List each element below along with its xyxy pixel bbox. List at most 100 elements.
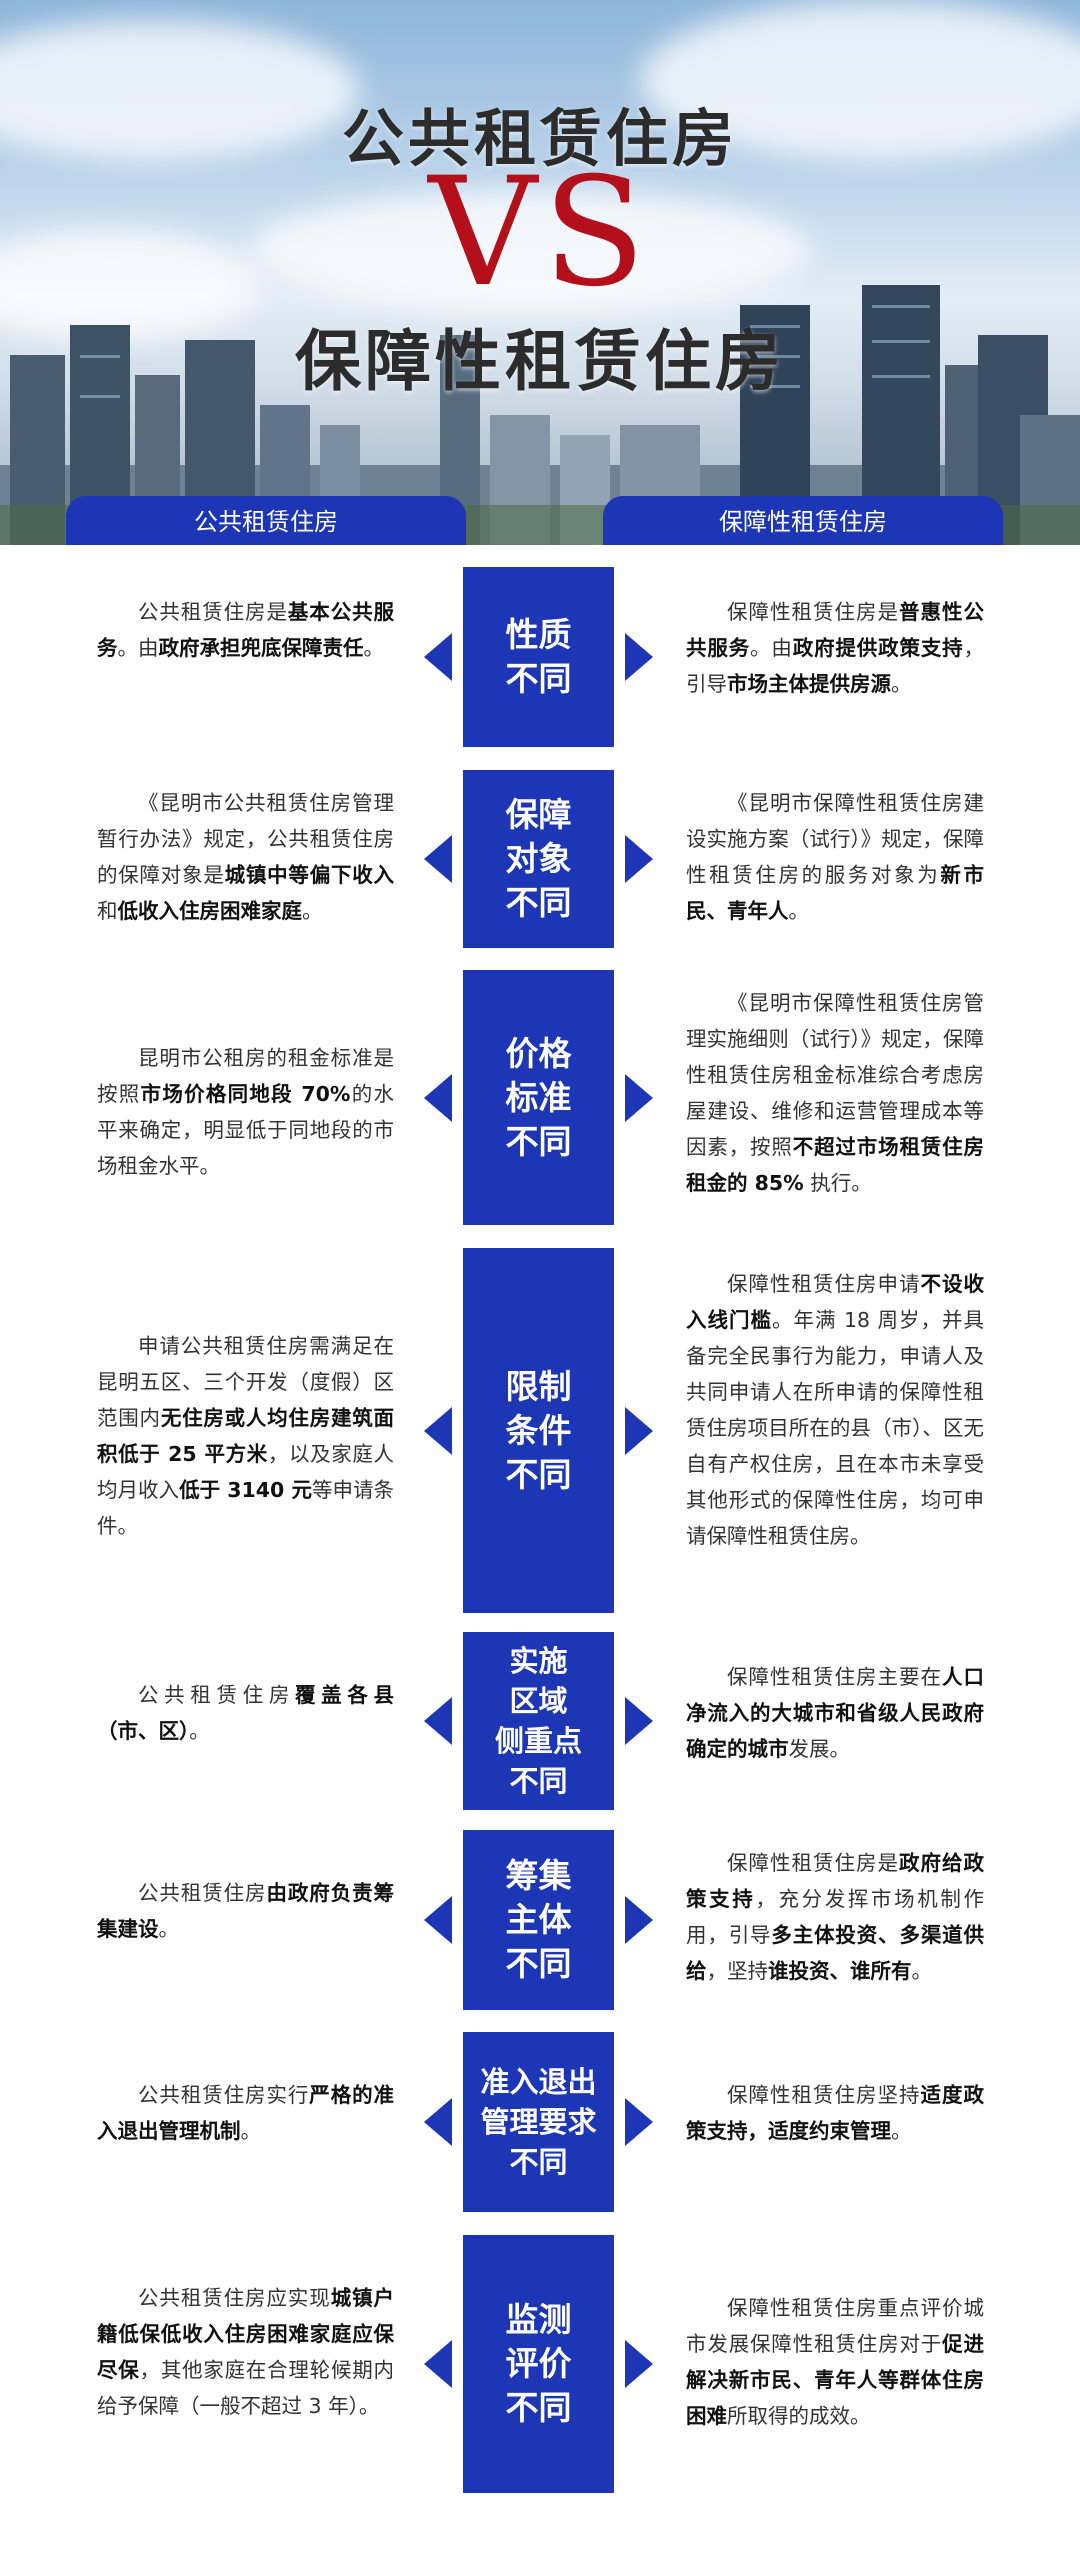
body-text: 保障性租赁住房重点评价城市发展保障性租赁住房对于 — [686, 2296, 984, 2356]
body-text: 。 — [911, 1959, 933, 1983]
title-top: 公共租赁住房 — [341, 102, 738, 175]
highlight-text: 不超过市场租赁住房租金的 85% — [686, 1135, 985, 1195]
body-text: 。 — [158, 1917, 180, 1941]
category-label-line: 侧重点 — [494, 1724, 582, 1758]
category-label-line: 不同 — [505, 1454, 572, 1494]
hero-banner: 公共租赁住房 VS 保障性租赁住房 公共租赁住房 保障性租赁住房 — [0, 0, 1080, 545]
body-text: 《昆明市公共租赁住房管理暂行办法》规定，公共租赁住房的保障对象是 — [97, 791, 394, 887]
body-text: 。由 — [750, 636, 793, 660]
highlight-text: 人口净流入的大城市和省级人民政府确定的城市 — [686, 1665, 984, 1761]
public-rental-description: 公共租赁住房是基本公共服务。由政府承担兜底保障责任。 — [97, 594, 394, 666]
body-text: ，引导 — [686, 636, 985, 696]
body-text: 保障性租赁住房主要在 — [727, 1665, 942, 1689]
body-text: 保障性租赁住房是 — [727, 1851, 899, 1875]
body-text: 保障性租赁住房申请 — [727, 1272, 921, 1296]
arrow-left-icon — [424, 633, 452, 681]
highlight-text: 不设收入线门槛 — [686, 1272, 984, 1332]
body-text: 《昆明市保障性租赁住房建设实施方案（试行）》规定，保障性租赁住房的服务对象为 — [686, 791, 984, 887]
highlight-text: 覆盖各县（市、区） — [97, 1683, 394, 1743]
affordable-rental-description: 保障性租赁住房坚持适度政策支持，适度约束管理。 — [686, 2077, 984, 2149]
highlight-text: 政府提供政策支持 — [792, 636, 964, 660]
arrow-left-icon — [424, 1073, 452, 1122]
body-text: 申请公共租赁住房需满足在昆明五区、三个开发（度假）区范围内 — [97, 1334, 394, 1430]
category-label-line: 区域 — [509, 1684, 568, 1718]
highlight-text: 政府承担兜底保障责任 — [158, 636, 364, 660]
comparison-row: 昆明市公租房的租金标准是按照市场价格同地段 70%的水平来确定，明显低于同地段的… — [0, 970, 1080, 1225]
affordable-rental-description: 保障性租赁住房主要在人口净流入的大城市和省级人民政府确定的城市发展。 — [686, 1659, 984, 1767]
arrow-right-icon — [625, 1406, 653, 1455]
highlight-text: 市场价格同地段 70% — [140, 1082, 351, 1106]
category-label-line: 保障 — [505, 795, 572, 834]
body-text: ，其他家庭在合理轮候期内给予保障（一般不超过 3 年）。 — [97, 2358, 395, 2418]
arrow-left-icon — [424, 1896, 452, 1944]
arrow-right-icon — [625, 2340, 653, 2388]
arrow-left-icon — [424, 2098, 452, 2146]
affordable-rental-description: 《昆明市保障性租赁住房管理实施细则（试行）》规定，保障性租赁住房租金标准综合考虑… — [686, 985, 984, 1201]
right-column-header: 保障性租赁住房 — [603, 496, 1003, 545]
body-text: 《昆明市保障性租赁住房管理实施细则（试行）》规定，保障性租赁住房租金标准综合考虑… — [686, 991, 984, 1159]
highlight-text: 适度政策支持，适度约束管理 — [686, 2083, 984, 2143]
affordable-rental-description: 保障性租赁住房申请不设收入线门槛。年满 18 周岁，并具备完全民事行为能力，申请… — [686, 1266, 984, 1554]
category-label-line: 性质 — [505, 615, 572, 654]
highlight-text: 严格的准入退出管理机制 — [97, 2083, 395, 2143]
body-text: 所取得的成效。 — [727, 2404, 871, 2428]
comparison-category: 监测评价不同 — [463, 2235, 614, 2493]
comparison-category: 限制条件不同 — [463, 1248, 614, 1613]
category-label-line: 主体 — [505, 1900, 572, 1939]
category-label-line: 条件 — [505, 1410, 572, 1450]
category-label-line: 不同 — [505, 2388, 572, 2427]
body-text: 的水平来确定，明显低于同地段的市场租金水平。 — [97, 1082, 394, 1178]
body-text: 。 — [363, 636, 385, 660]
highlight-text: 由政府负责筹集建设 — [97, 1881, 395, 1941]
comparison-row: 公共租赁住房覆盖各县（市、区）。实施区域侧重点不同保障性租赁住房主要在人口净流入… — [0, 1632, 1080, 1810]
category-label-line: 标准 — [505, 1077, 572, 1117]
category-label-line: 监测 — [505, 2300, 572, 2339]
highlight-text: 促进解决新市民、青年人等群体住房困难 — [686, 2332, 985, 2428]
category-label-line: 实施 — [509, 1644, 568, 1678]
left-column-header: 公共租赁住房 — [66, 496, 466, 545]
affordable-rental-description: 保障性租赁住房是政府给政策支持，充分发挥市场机制作用，引导多主体投资、多渠道供给… — [686, 1845, 984, 1989]
comparison-row: 公共租赁住房应实现城镇户籍低保低收入住房困难家庭应保尽保，其他家庭在合理轮候期内… — [0, 2235, 1080, 2493]
affordable-rental-description: 保障性租赁住房是普惠性公共服务。由政府提供政策支持，引导市场主体提供房源。 — [686, 594, 984, 702]
category-label-line: 评价 — [505, 2344, 572, 2383]
comparison-row: 公共租赁住房由政府负责筹集建设。筹集主体不同保障性租赁住房是政府给政策支持，充分… — [0, 1830, 1080, 2010]
category-label-line: 限制 — [505, 1366, 572, 1406]
arrow-right-icon — [625, 1697, 653, 1745]
arrow-right-icon — [625, 1896, 653, 1944]
title-bottom: 保障性租赁住房 — [295, 322, 785, 400]
category-label-line: 管理要求 — [480, 2105, 597, 2139]
highlight-text: 基本公共服务 — [97, 600, 395, 660]
highlight-text: 低于 3140 元 — [179, 1478, 312, 1502]
highlight-text: 无住房或人均住房建筑面积低于 25 平方米 — [97, 1406, 395, 1466]
comparison-row: 申请公共租赁住房需满足在昆明五区、三个开发（度假）区范围内无住房或人均住房建筑面… — [0, 1248, 1080, 1613]
comparison-row: 公共租赁住房实行严格的准入退出管理机制。准入退出管理要求不同保障性租赁住房坚持适… — [0, 2032, 1080, 2212]
cloud — [0, 230, 260, 340]
highlight-text: 城镇中等偏下收入 — [224, 863, 395, 887]
body-text: 公共租赁住房 — [138, 1881, 267, 1905]
body-text: 等申请条件。 — [97, 1478, 395, 1538]
body-text: 公共租赁住房 — [138, 1683, 295, 1707]
body-text: 昆明市公租房的租金标准是按照 — [97, 1046, 394, 1106]
public-rental-description: 公共租赁住房覆盖各县（市、区）。 — [97, 1677, 394, 1749]
arrow-right-icon — [625, 835, 653, 883]
category-label-line: 不同 — [505, 1944, 572, 1983]
comparison-row: 《昆明市公共租赁住房管理暂行办法》规定，公共租赁住房的保障对象是城镇中等偏下收入… — [0, 770, 1080, 948]
cloud — [250, 190, 810, 310]
arrow-left-icon — [424, 1697, 452, 1745]
arrow-left-icon — [424, 1406, 452, 1455]
arrow-right-icon — [625, 1073, 653, 1122]
body-text: ，充分发挥市场机制作用，引导 — [686, 1887, 984, 1947]
body-text: 。 — [891, 672, 912, 696]
highlight-text: 政府给政策支持 — [686, 1851, 984, 1911]
body-text: 执行。 — [803, 1171, 872, 1195]
body-text: 公共租赁住房应实现 — [138, 2286, 331, 2310]
body-text: 。 — [189, 1719, 210, 1743]
public-rental-description: 《昆明市公共租赁住房管理暂行办法》规定，公共租赁住房的保障对象是城镇中等偏下收入… — [97, 785, 394, 929]
category-label-line: 准入退出 — [480, 2065, 597, 2099]
vs-mark: VS — [428, 146, 652, 320]
comparison-category: 准入退出管理要求不同 — [463, 2032, 614, 2212]
comparison-category: 价格标准不同 — [463, 970, 614, 1225]
body-text: 和 — [97, 899, 118, 923]
highlight-text: 多主体投资、多渠道供给 — [686, 1923, 985, 1983]
highlight-text: 新市民、青年人 — [686, 863, 984, 923]
